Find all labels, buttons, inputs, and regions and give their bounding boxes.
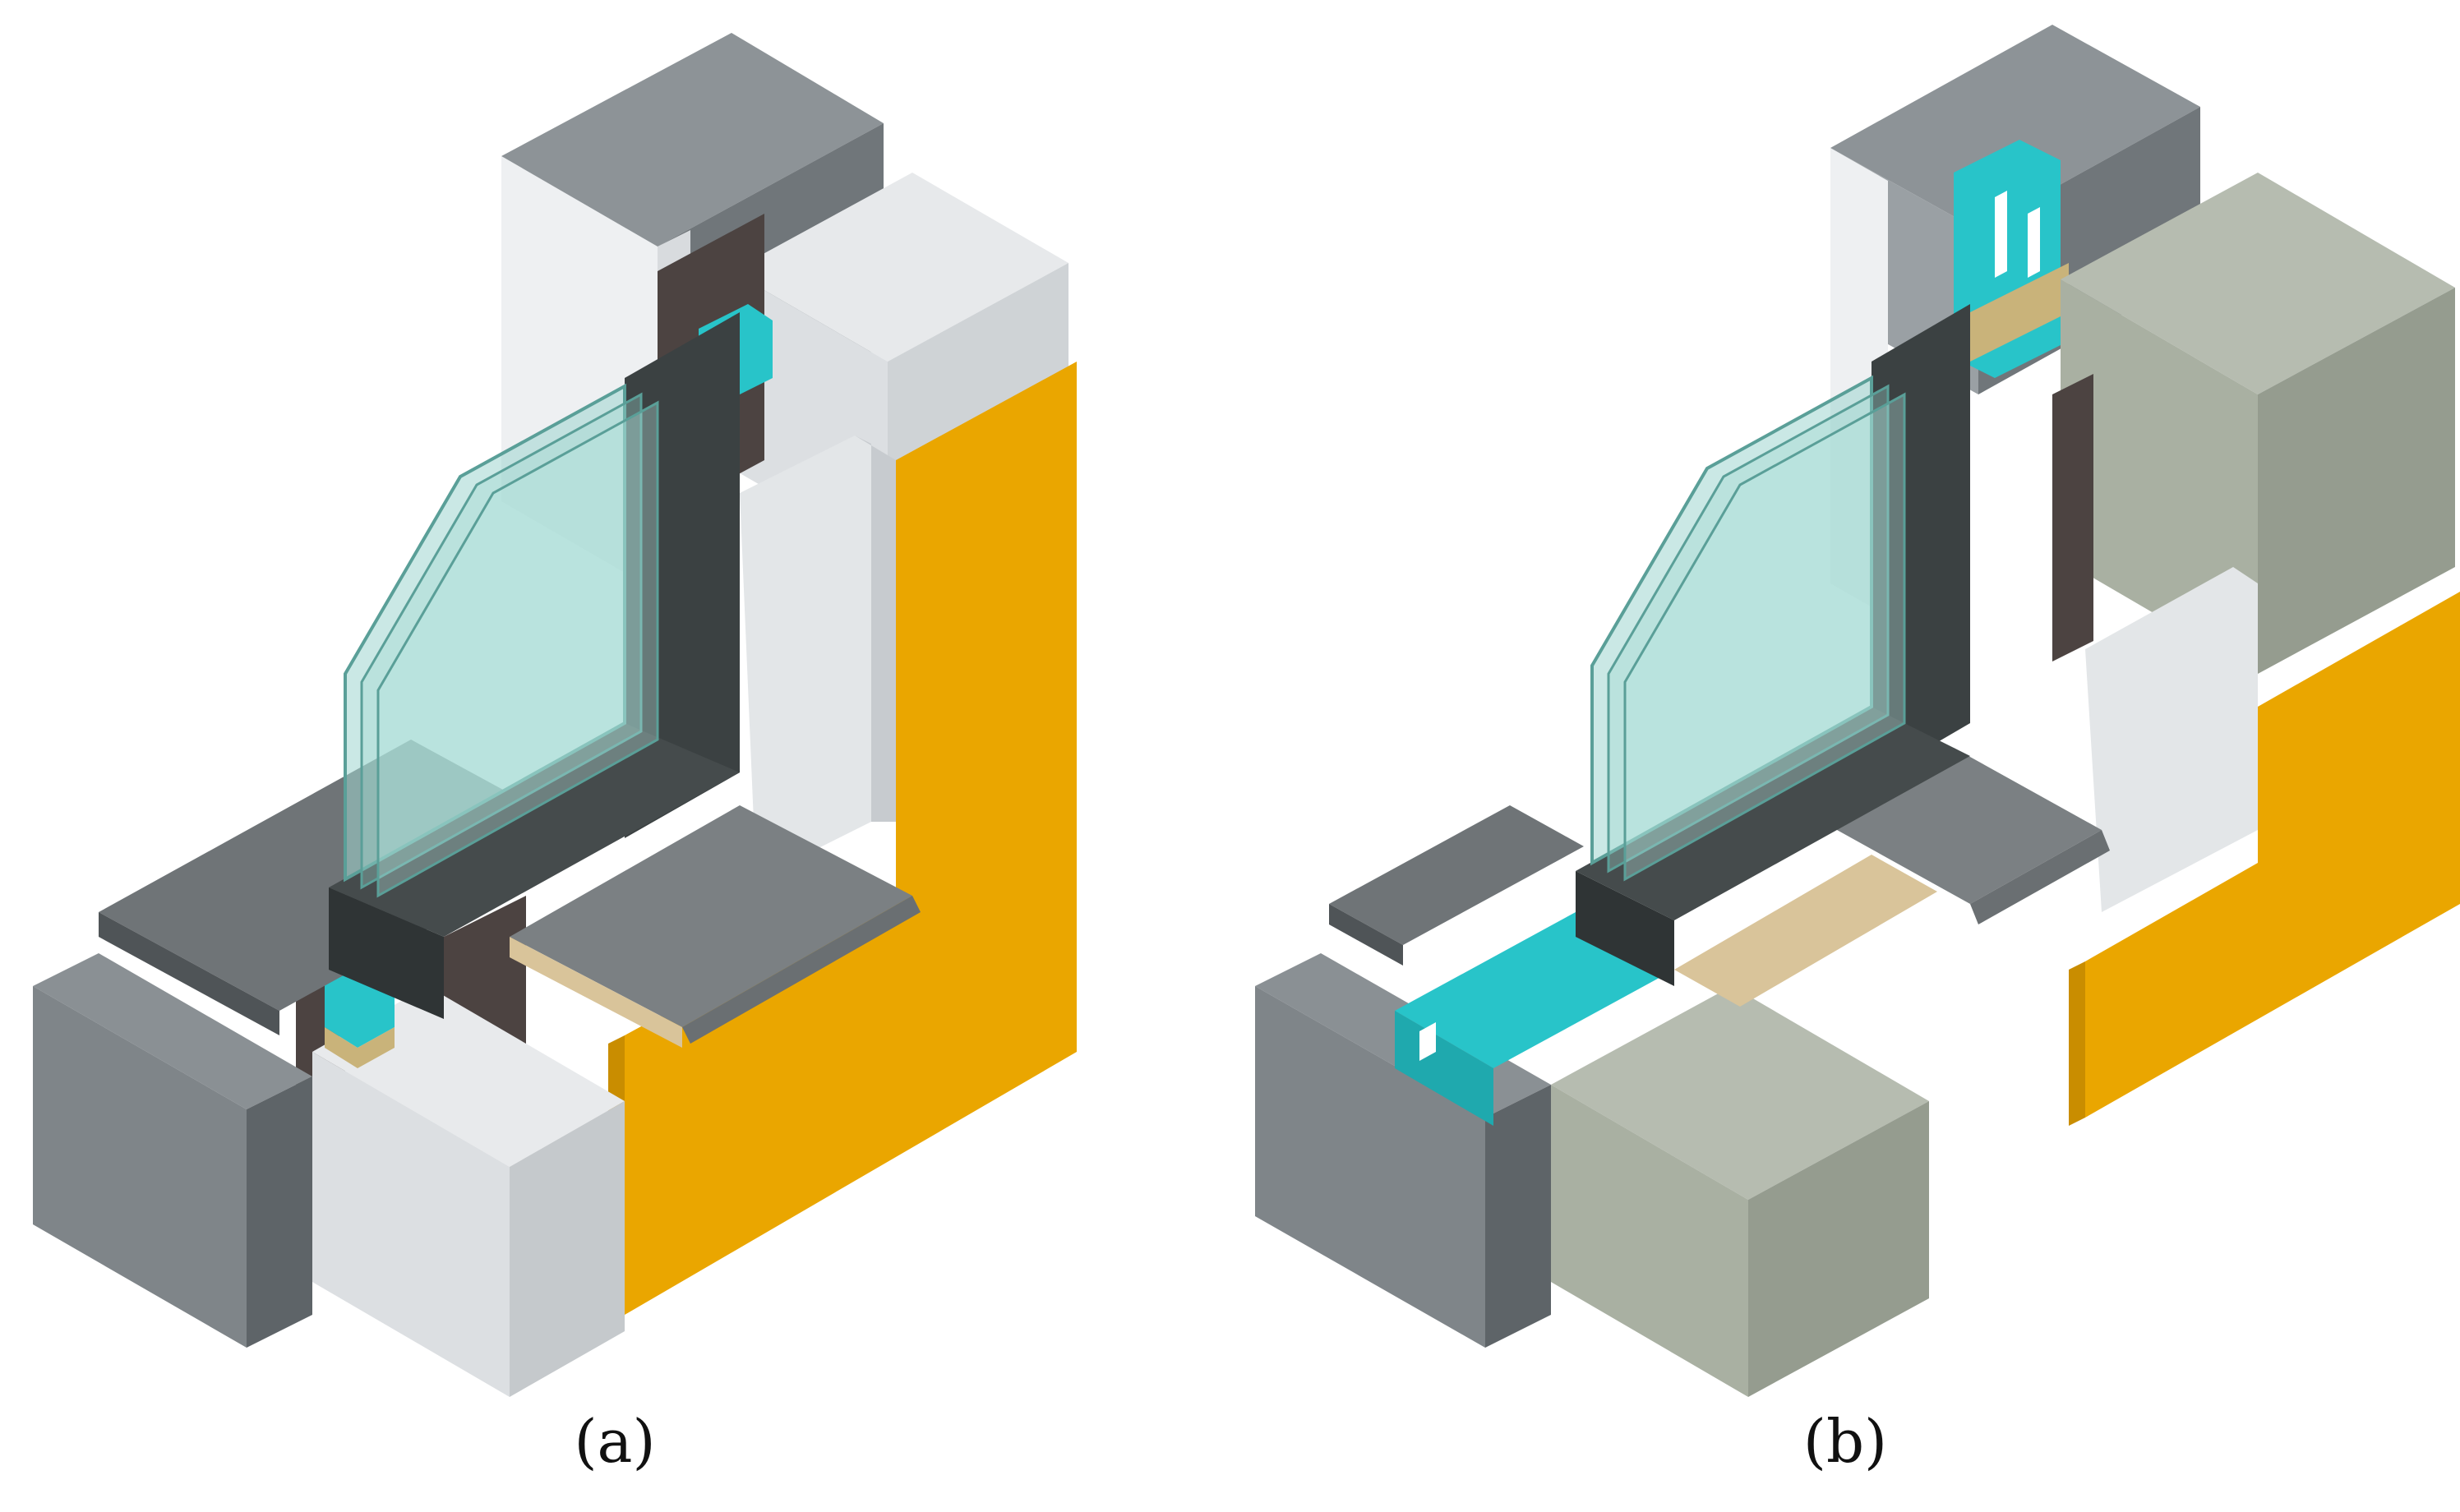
panel-label-a: (a): [574, 1407, 656, 1476]
reveal-plaster: [740, 436, 896, 879]
sealing-tape: [1954, 263, 2069, 370]
sealing-tape: [325, 1027, 395, 1068]
stone-wool-upper: [2061, 173, 2455, 674]
vapour-membrane: [2052, 374, 2093, 662]
concrete-base-block: [33, 953, 312, 1348]
panel-a: (a): [33, 33, 1077, 1476]
mineral-wool-lower: [312, 986, 625, 1397]
external-render: [2069, 592, 2460, 1126]
window-junction-section-a: [33, 33, 1077, 1397]
external-window-sill: [1329, 805, 1584, 966]
panel-label-b: (b): [1802, 1407, 1888, 1476]
panel-b: (b): [1230, 0, 2460, 1512]
triple-glazing: [344, 383, 659, 898]
reveal-plaster: [2085, 567, 2258, 912]
chipboard-strip: [1674, 855, 1937, 1007]
window-junction-section-b: [1255, 25, 2460, 1397]
window-frame: [329, 312, 740, 1019]
internal-window-sill: [510, 805, 921, 1048]
window-frame: [1576, 304, 1970, 986]
stone-wool-lower: [1551, 986, 1929, 1397]
triple-glazing: [1590, 375, 1906, 882]
